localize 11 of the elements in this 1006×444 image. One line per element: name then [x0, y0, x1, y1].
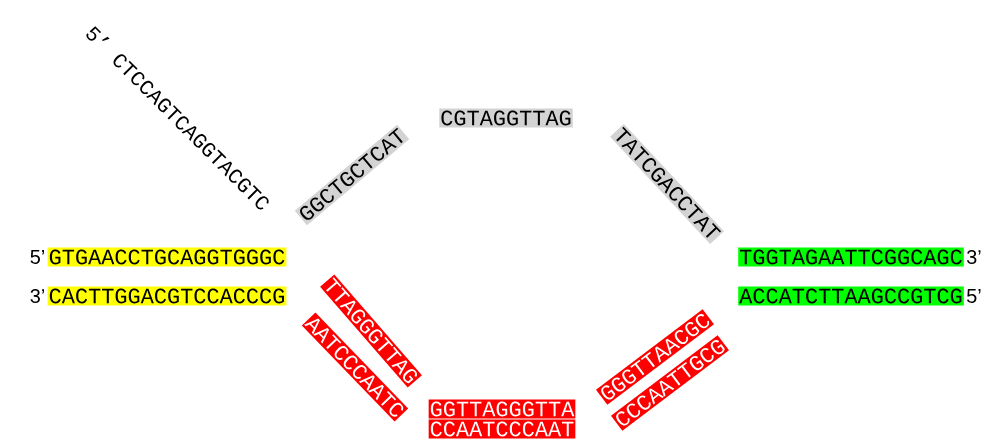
- strand-end-label: 3’: [966, 249, 981, 265]
- sequence-box: CGTAGGTTAG: [439, 108, 573, 128]
- sequence-box: CACTTGGACGTCCACCCG: [47, 286, 287, 306]
- sequence-box: CCAATCCCAAT: [428, 419, 576, 439]
- sequence-box: ACCATCTTAAGCCGTCG: [738, 286, 964, 306]
- sequence-box: TGGTAGAATTCGGCAGC: [738, 247, 964, 267]
- sequence-box: GGTTAGGGTTA: [428, 399, 576, 419]
- sequence-box: GTGAACCTGCAGGTGGGC: [47, 247, 287, 267]
- strand-end-label: 5’: [30, 250, 44, 264]
- strand-end-label: 3’: [30, 288, 44, 304]
- strand-end-label: 5’: [967, 289, 981, 303]
